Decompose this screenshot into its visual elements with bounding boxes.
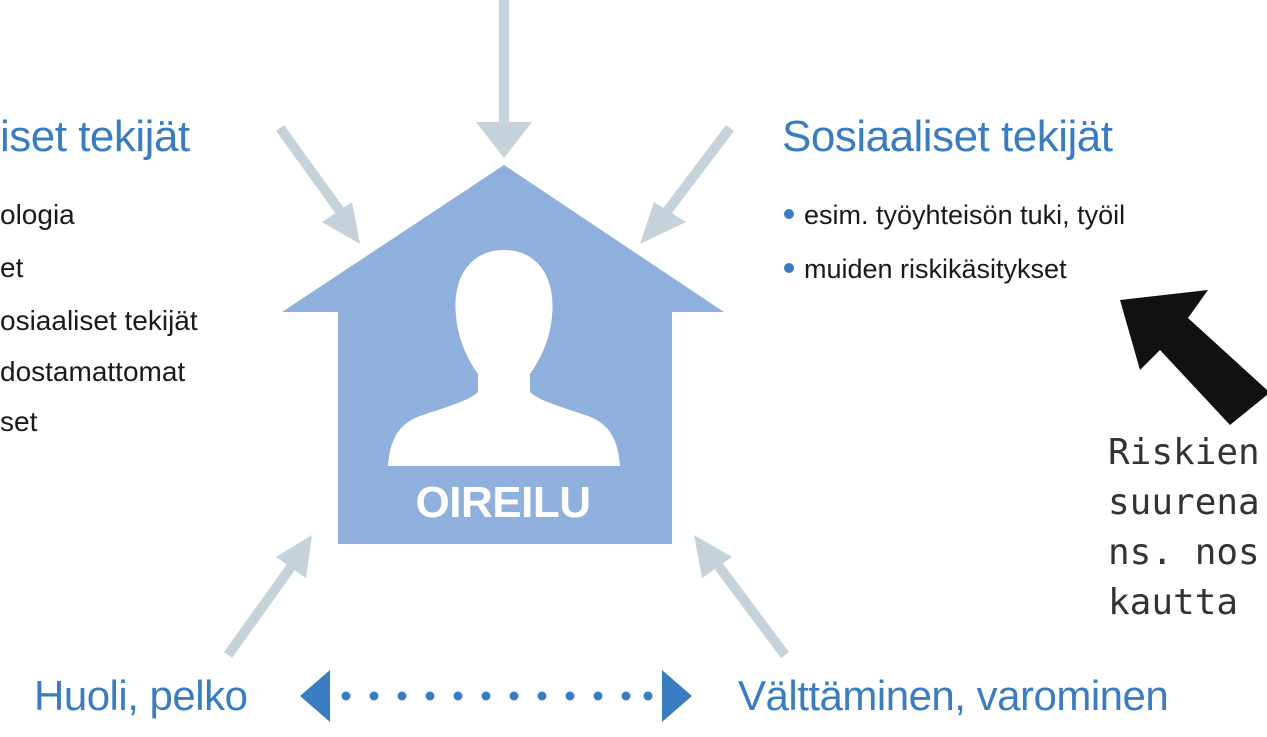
right-factor-list: esim. työyhteisön tuki, työil muiden ris…: [784, 188, 1125, 296]
note-line: Riskien: [1108, 432, 1260, 473]
double-arrow: [300, 670, 692, 722]
right-item: esim. työyhteisön tuki, työil: [784, 188, 1125, 242]
worry-fear-label: Huoli, pelko: [34, 672, 248, 719]
bottom-left-arrow: [223, 535, 312, 658]
left-factor-list: ologia et osiaaliset tekijät dostamattom…: [0, 188, 280, 447]
bullet-icon: [784, 262, 794, 273]
bullet-icon: [784, 208, 794, 219]
right-item-text: esim. työyhteisön tuki, työil: [804, 200, 1126, 230]
black-pointer-arrow: [1120, 290, 1267, 425]
top-arrow: [476, 0, 532, 158]
left-item: dostamattomat: [0, 356, 186, 387]
left-item: set: [0, 406, 38, 437]
note-line: ns. nos: [1108, 532, 1260, 573]
person-icon: [388, 250, 620, 466]
right-item: muiden riskikäsitykset: [784, 242, 1125, 296]
right-heading: Sosiaaliset tekijät: [782, 112, 1113, 161]
top-right-arrow: [640, 124, 734, 244]
top-left-arrow: [275, 125, 360, 244]
house-label: OIREILU: [415, 478, 591, 527]
annotation-note: Riskien suurena ns. nos kautta: [1108, 428, 1260, 628]
left-item: osiaaliset tekijät: [0, 305, 198, 336]
bottom-right-arrow: [694, 535, 790, 658]
left-item: ologia: [0, 199, 75, 230]
note-line: suurena: [1108, 482, 1260, 523]
avoidance-label: Välttäminen, varominen: [738, 672, 1169, 719]
right-item-text: muiden riskikäsitykset: [804, 254, 1067, 284]
left-heading: iset tekijät: [0, 112, 190, 161]
note-line: kautta: [1108, 582, 1239, 623]
left-item: et: [0, 252, 24, 283]
